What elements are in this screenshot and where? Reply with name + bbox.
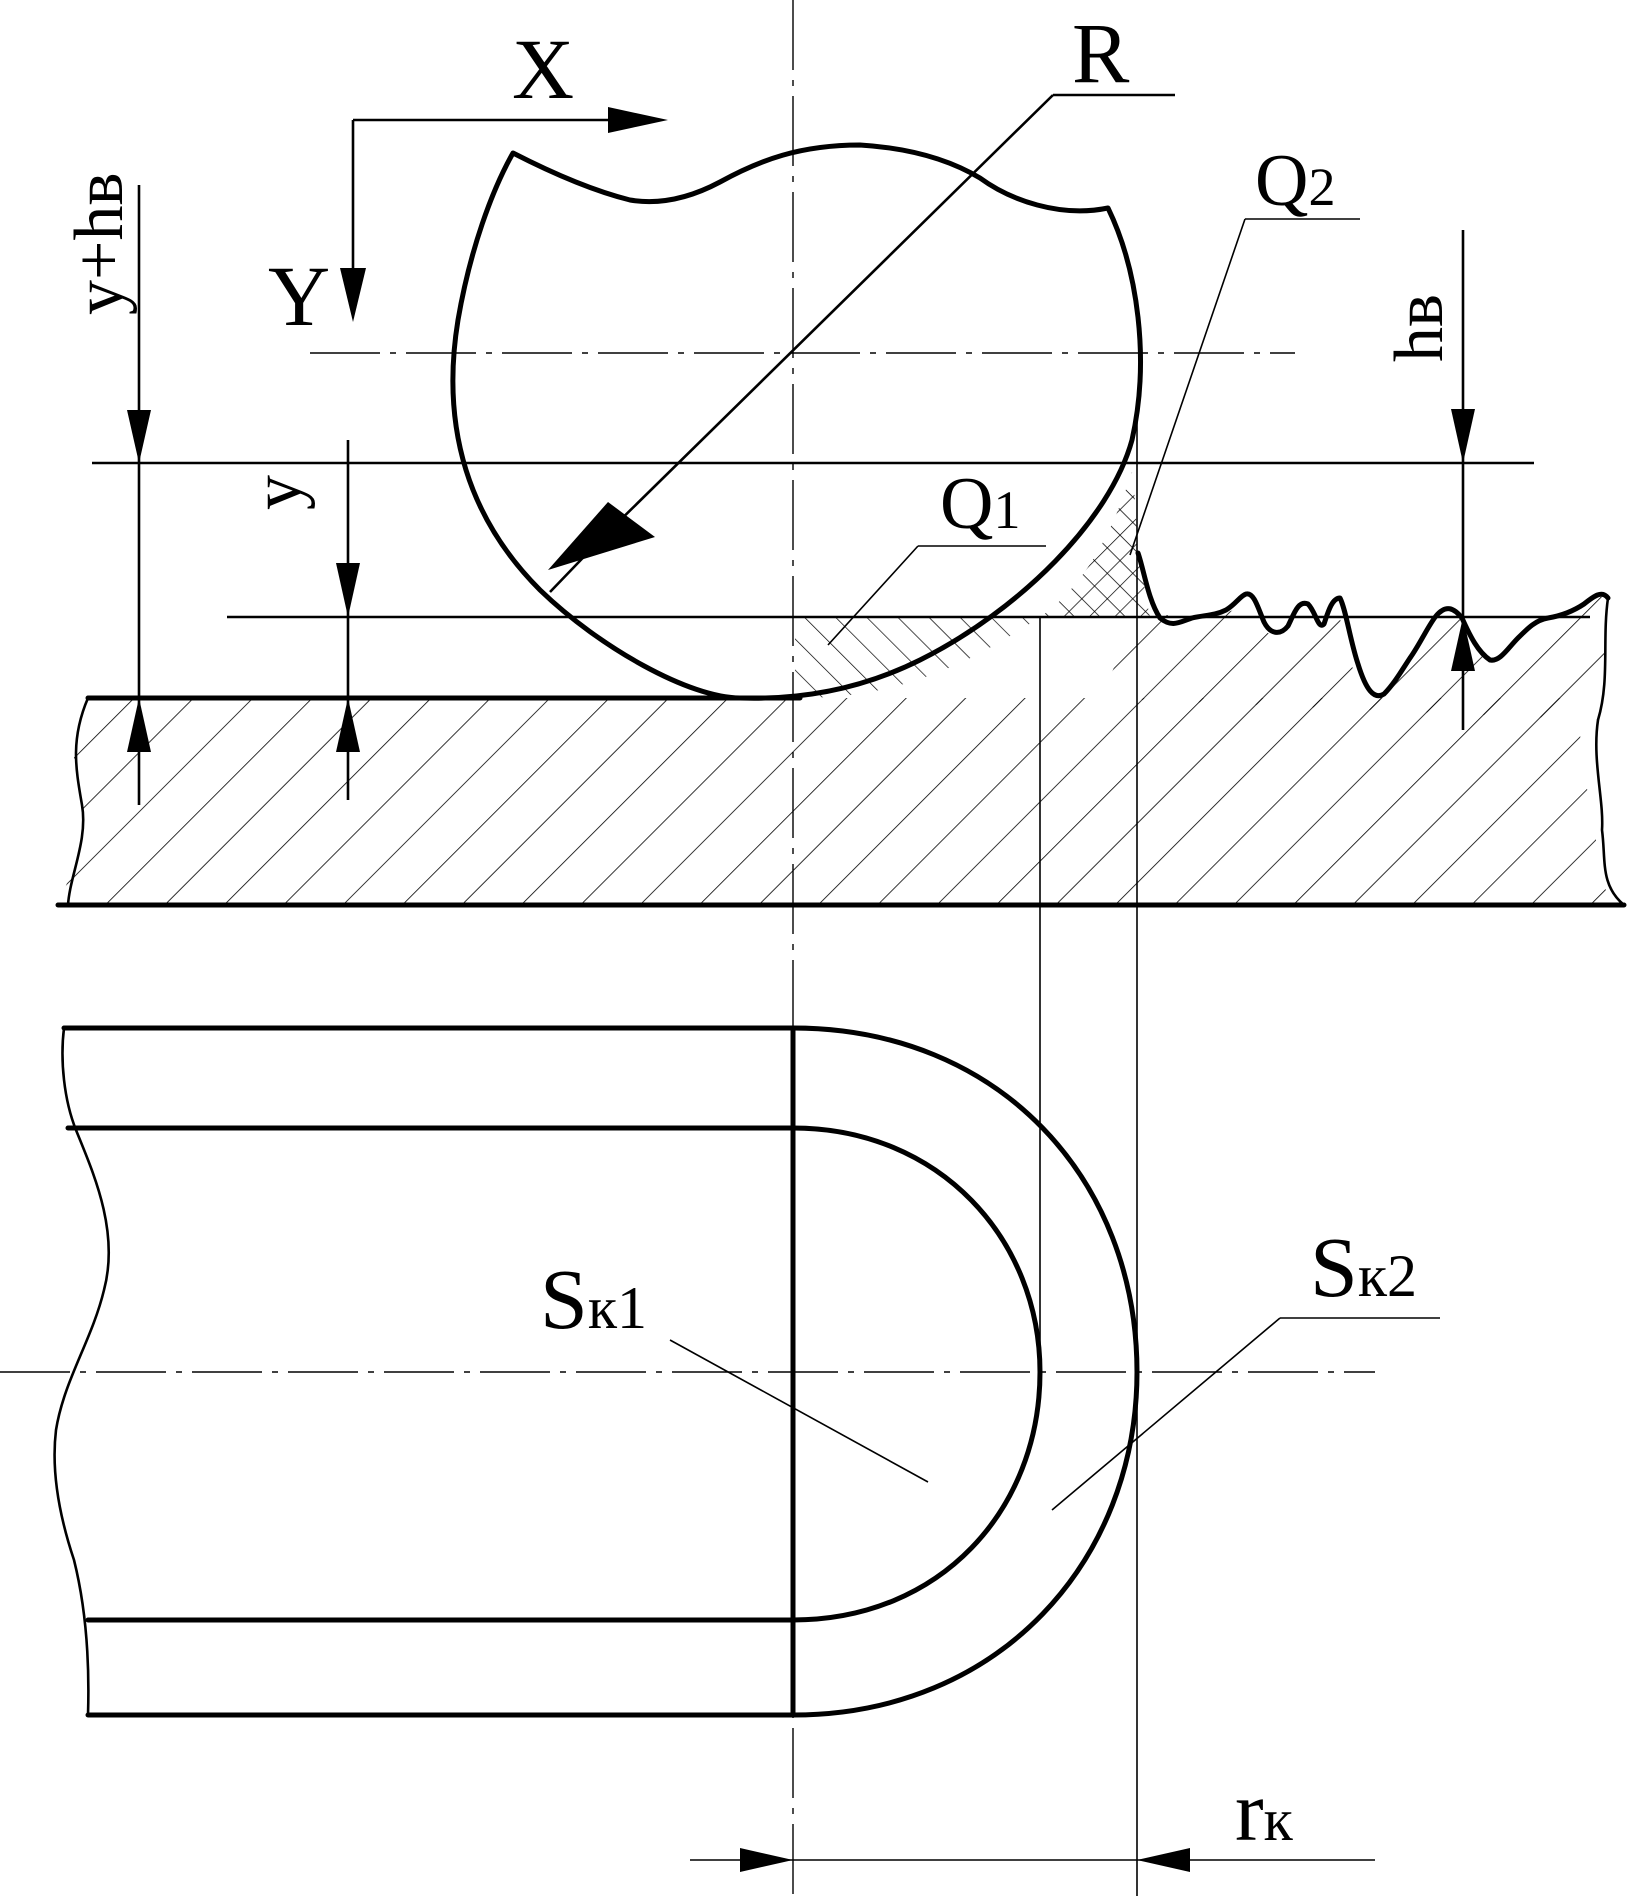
q1-callout: Q1 [827,463,1046,646]
y-label: y [239,475,316,510]
radius-leader: R [548,5,1175,593]
x-axis-arrow [608,107,668,133]
sk2-callout: Sк2 [1051,1219,1440,1511]
dimension-hv: hв [1381,230,1475,730]
rough-surface [1100,550,1611,720]
patch-inner-arc [790,1125,1043,1623]
workpiece-base [55,597,1627,908]
q2-callout: Q2 [1129,140,1360,556]
dimension-rk: rк [690,1763,1375,1872]
q1-label: Q1 [940,463,1020,545]
base-hatch-area [58,698,1612,905]
roller-profile [450,142,1143,701]
sk2-label: Sк2 [1310,1219,1417,1315]
rough-surface-profile [1135,550,1611,698]
q2-label: Q2 [1255,140,1335,222]
dimension-y: y [239,440,360,800]
coordinate-axes: X Y [268,21,668,344]
y-axis-label: Y [268,248,330,344]
hv-label: hв [1381,294,1458,362]
q2-hatch-area [1040,472,1150,617]
q1-hatch-area [795,617,1040,698]
rough-surface-hatch [1100,594,1608,720]
radius-arrow-head [548,502,655,570]
x-axis-label: X [512,21,574,117]
radius-label: R [1072,5,1130,101]
y-plus-hv-label: y+hв [61,172,138,315]
sk1-label: Sк1 [540,1251,647,1347]
dimension-y-plus-hv: y+hв [61,172,151,805]
rk-label: rк [1235,1763,1294,1859]
y-axis-arrow [340,268,366,322]
sk1-callout: Sк1 [540,1251,929,1483]
contact-patch-view [53,1025,1140,1718]
patch-outer-arc [790,1025,1140,1718]
base-left-break [66,697,90,906]
